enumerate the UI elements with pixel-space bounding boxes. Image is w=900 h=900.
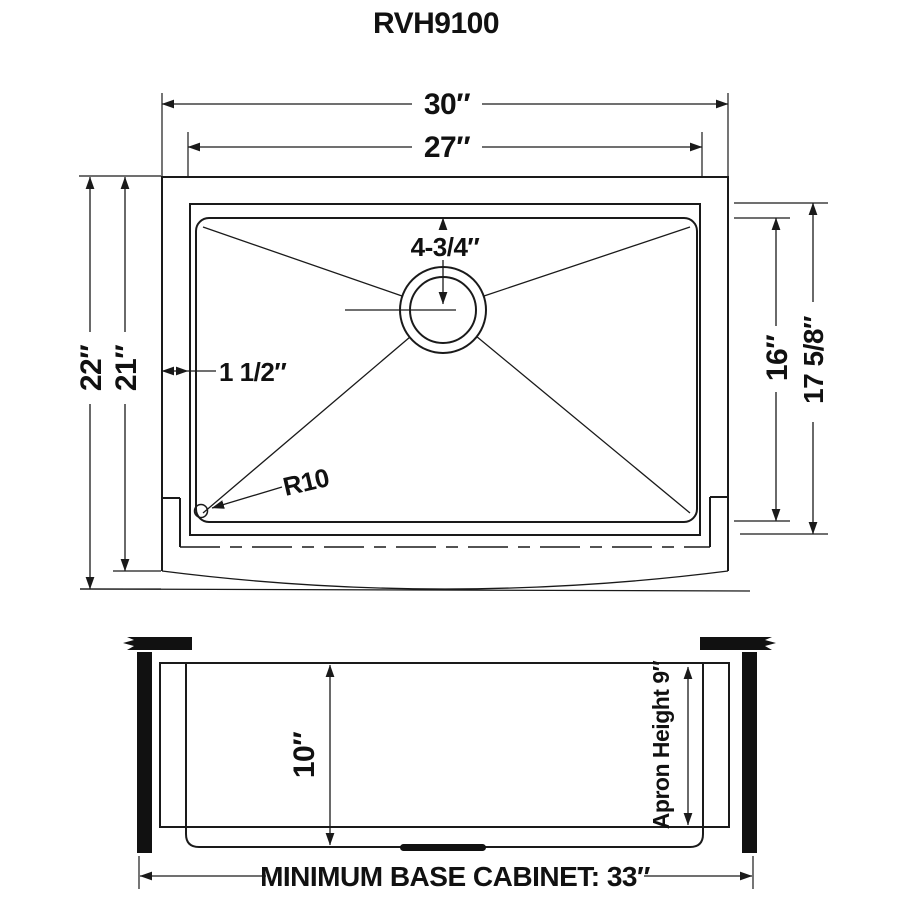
dim-overall-depth-label: 22″ <box>75 345 108 391</box>
dim-27-extensions <box>187 132 703 176</box>
dim-22-mask <box>74 332 104 404</box>
dim-body-depth-label: 21″ <box>110 345 143 391</box>
dim-17-mask <box>798 302 828 422</box>
dim-drain-mask <box>400 230 488 260</box>
cabinet-side-left <box>137 652 152 853</box>
dim-33-extensions <box>138 856 754 889</box>
dim-16-mask <box>761 326 791 392</box>
dim-basin-depth-label: 16″ <box>761 335 794 381</box>
dim-apron-height-label: Apron Height 9″ <box>648 660 674 829</box>
countertop-right <box>700 637 776 650</box>
dim-base-cabinet-label: MINIMUM BASE CABINET: 33″ <box>260 861 650 892</box>
front-view-drawing <box>123 637 776 853</box>
dim-bowl-width-label: 27″ <box>424 131 470 164</box>
dim-bowl-height-label: 10″ <box>288 732 321 778</box>
basin-slope-diagonals <box>202 226 691 514</box>
dim-right-extensions <box>734 202 828 535</box>
dim-overall-width-label: 30″ <box>424 88 470 121</box>
dim-27-mask <box>412 129 482 161</box>
apron-panel-outline <box>185 663 704 848</box>
page-title: RVH9100 <box>373 7 499 40</box>
front-view-dimensions: 10″ Apron Height 9″ MINIMUM BASE CABINET… <box>138 660 754 892</box>
corner-radius-leader <box>211 486 283 509</box>
dim-30-mask <box>412 86 482 118</box>
apron-shoulder-steps <box>162 496 728 547</box>
dim-rim-width-label: 1 1/2″ <box>219 357 286 387</box>
countertop-left <box>123 637 192 650</box>
corner-radius-marker <box>193 503 209 519</box>
drain-boss <box>400 844 486 851</box>
apron-front-edge-line <box>79 588 751 592</box>
cabinet-side-right <box>742 652 757 853</box>
dim-corner-radius-label: R10 <box>280 462 332 502</box>
sink-front-outline <box>159 662 730 828</box>
apron-front-curve <box>161 570 729 590</box>
bowl-opening-outline <box>189 203 701 536</box>
top-view-dimensions: 30″ 27″ 22″ 21″ 1 1/2″ 4-3/4″ R10 16″ <box>74 86 829 590</box>
dim-drain-offset-label: 4-3/4″ <box>411 232 480 262</box>
dim-21-mask <box>110 332 140 404</box>
dim-bowl-depth-label: 17 5/8″ <box>798 316 829 404</box>
